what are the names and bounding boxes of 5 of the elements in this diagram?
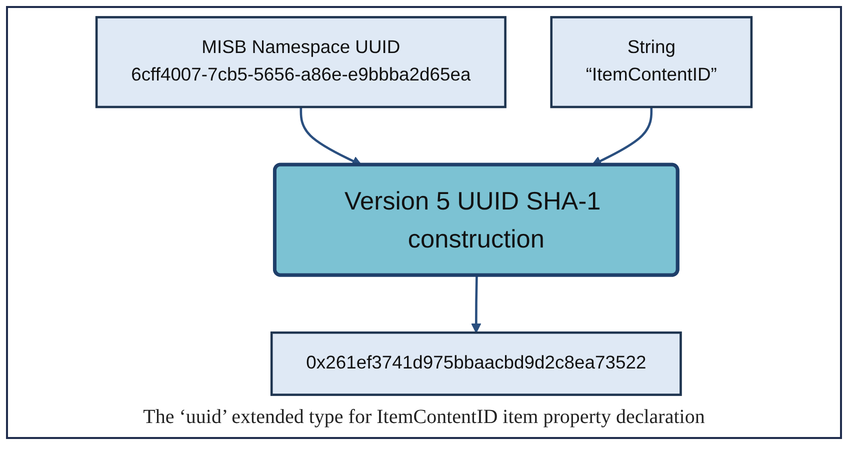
arrow <box>471 276 482 334</box>
caption: The ‘uuid’ extended type for ItemContentID item property declaration <box>143 406 705 429</box>
node-box: MISB Namespace UUID 6cff4007-7cb5-5656-a86e-e9bbba2d65ea <box>95 16 506 108</box>
node-box: 0x261ef3741d975bbaacbd9d2c8ea73522 <box>270 331 682 396</box>
node-box: String “ItemContentID” <box>550 16 753 108</box>
